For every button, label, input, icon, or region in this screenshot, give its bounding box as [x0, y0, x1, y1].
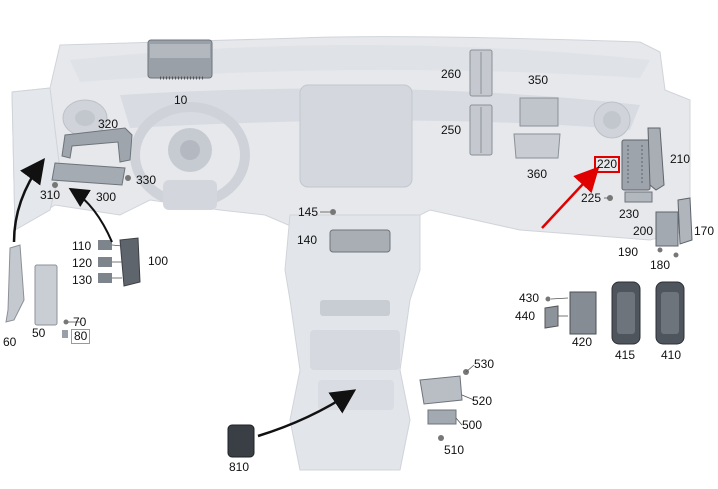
highlight-arrow [541, 166, 600, 229]
callout-210: 210 [670, 152, 691, 166]
callout-300: 300 [96, 190, 117, 204]
component-130 [98, 273, 112, 283]
callout-415: 415 [615, 348, 636, 362]
callout-80: 80 [71, 329, 91, 344]
callout-440: 440 [515, 309, 536, 323]
component-220 [621, 139, 651, 191]
component-260 [469, 49, 493, 97]
component-430 [545, 296, 551, 302]
callout-530: 530 [474, 357, 495, 371]
component-210 [647, 127, 665, 191]
callout-145: 145 [298, 205, 319, 219]
callout-330: 330 [136, 173, 157, 187]
component-520 [419, 375, 463, 405]
callout-500: 500 [462, 418, 483, 432]
steering-wheel [130, 102, 250, 210]
callout-310: 310 [40, 188, 61, 202]
component-350 [519, 97, 559, 127]
component-440 [544, 305, 559, 329]
callout-170: 170 [694, 224, 715, 238]
callout-110: 110 [72, 239, 92, 253]
callout-50: 50 [32, 326, 46, 340]
callout-250: 250 [441, 123, 462, 137]
component-10 [147, 39, 213, 80]
callout-410: 410 [661, 348, 682, 362]
component-360 [513, 133, 561, 159]
callout-180: 180 [650, 258, 671, 272]
callout-810: 810 [229, 460, 250, 474]
component-310 [52, 182, 58, 188]
component-120 [98, 257, 112, 267]
leader-lines [68, 197, 608, 426]
component-170 [677, 197, 693, 245]
callout-420: 420 [572, 335, 593, 349]
central-display [299, 84, 413, 188]
component-300 [51, 162, 126, 186]
component-145 [330, 209, 336, 215]
arrow-100-to-300 [68, 187, 113, 243]
callout-190: 190 [618, 245, 639, 259]
callout-430: 430 [519, 291, 540, 305]
component-200 [655, 211, 679, 247]
component-510 [438, 435, 444, 441]
callout-140: 140 [297, 233, 318, 247]
callout-350: 350 [528, 73, 549, 87]
callout-100: 100 [148, 254, 169, 268]
component-80 [62, 330, 68, 338]
callout-260: 260 [441, 67, 462, 81]
component-60 [5, 244, 25, 323]
callout-70: 70 [73, 315, 87, 329]
component-230 [624, 191, 653, 203]
component-250 [469, 104, 493, 156]
component-100 [119, 237, 141, 287]
component-180 [673, 252, 679, 258]
callout-230: 230 [619, 207, 640, 221]
callout-520: 520 [472, 394, 493, 408]
component-320 [61, 127, 133, 163]
component-70 [63, 319, 69, 325]
center-console [284, 214, 421, 471]
arrow-810-to-console [257, 389, 357, 438]
component-330 [125, 175, 131, 181]
callout-220-highlighted: 220 [594, 156, 621, 173]
component-810 [227, 424, 255, 458]
callout-60: 60 [3, 335, 17, 349]
callout-130: 130 [72, 273, 93, 287]
component-225 [607, 195, 613, 201]
callout-10: 10 [174, 93, 188, 107]
callout-510: 510 [444, 443, 465, 457]
arrow-door-to-60 [12, 157, 45, 243]
callout-360: 360 [527, 167, 548, 181]
callout-200: 200 [633, 224, 654, 238]
component-110 [98, 240, 112, 250]
component-500 [427, 409, 457, 425]
component-140 [329, 229, 391, 253]
component-420 [569, 291, 597, 335]
callout-120: 120 [72, 256, 93, 270]
component-50 [34, 264, 58, 326]
callout-320: 320 [98, 117, 119, 131]
callout-225: 225 [581, 191, 602, 205]
component-190 [657, 247, 663, 253]
